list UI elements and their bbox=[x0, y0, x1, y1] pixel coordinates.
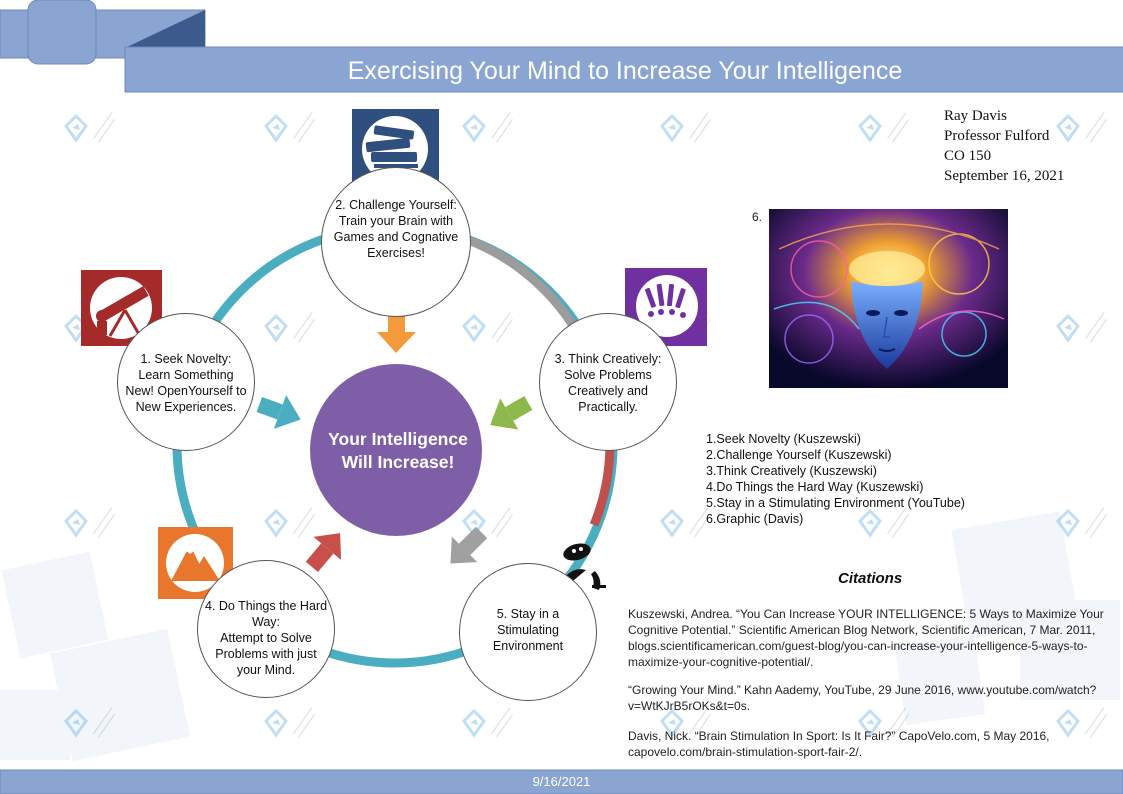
watermark-logo bbox=[858, 112, 910, 143]
node-hard-way bbox=[197, 560, 335, 698]
citation-growing-your-mind: “Growing Your Mind.” Kahn Aademy, YouTub… bbox=[628, 683, 1097, 713]
watermark-logo bbox=[64, 507, 116, 538]
watermark-logo bbox=[64, 112, 116, 143]
node-challenge-yourself-text: 2. Challenge Yourself: Train your Brain … bbox=[333, 198, 459, 260]
arrow-red bbox=[305, 533, 342, 572]
watermark-logo bbox=[264, 312, 316, 343]
watermark-logo bbox=[462, 507, 514, 538]
ring-segment-red bbox=[589, 444, 615, 527]
arrow-orange bbox=[377, 312, 416, 353]
watermark-logo bbox=[1056, 312, 1108, 343]
node-hard-way-text: 4. Do Things the Hard Way: Attempt to So… bbox=[204, 599, 328, 677]
node-think-creatively bbox=[539, 313, 677, 451]
citation-davis: Davis, Nick. “Brain Stimulation In Sport… bbox=[628, 729, 1050, 759]
arrow-teal bbox=[256, 395, 301, 429]
arrow-green bbox=[490, 396, 533, 430]
watermark-logo bbox=[1056, 707, 1108, 738]
footer-bar bbox=[0, 769, 1123, 794]
node-seek-novelty-text: 1. Seek Novelty: Learn Something New! Op… bbox=[125, 352, 247, 414]
watermark-logo bbox=[660, 507, 712, 538]
footer-date: 9/16/2021 bbox=[532, 774, 591, 789]
node-stimulating-environment bbox=[459, 563, 597, 701]
image-number-label: 6. bbox=[752, 210, 763, 224]
corner-triangle bbox=[125, 10, 205, 48]
node-stimulating-environment-text: 5. Stay in a Stimulating Environment bbox=[492, 607, 564, 653]
corner-rounded-square bbox=[27, 0, 97, 65]
node-challenge-yourself bbox=[321, 167, 471, 317]
slide-title: Exercising Your Mind to Increase Your In… bbox=[347, 57, 903, 85]
citations-heading: Citations bbox=[838, 570, 903, 587]
background-squares bbox=[0, 511, 1120, 762]
watermark-logo bbox=[858, 707, 910, 738]
arrow-gray bbox=[450, 526, 488, 564]
watermark-logo bbox=[264, 112, 316, 143]
citation-kuszewski: Kuszewski, Andrea. “You Can Increase YOU… bbox=[628, 607, 1104, 669]
watermark-logo bbox=[1056, 112, 1108, 143]
watermark-logo bbox=[264, 507, 316, 538]
source-list: 1.Seek Novelty (Kuszewski) 2.Challenge Y… bbox=[706, 432, 965, 526]
watermark-logo bbox=[660, 112, 712, 143]
watermark-logo bbox=[462, 112, 514, 143]
author-block: Ray Davis Professor Fulford CO 150 Septe… bbox=[944, 108, 1065, 184]
watermark-logo bbox=[462, 312, 514, 343]
node-seek-novelty bbox=[117, 313, 255, 451]
watermark-logo bbox=[462, 707, 514, 738]
node-think-creatively-text: 3. Think Creatively: Solve Problems Crea… bbox=[554, 352, 662, 414]
watermark-logo bbox=[64, 707, 116, 738]
watermark-logo bbox=[1056, 507, 1108, 538]
center-circle bbox=[310, 364, 482, 536]
center-label: Your Intelligence Will Increase! bbox=[328, 429, 468, 472]
title-banner bbox=[124, 46, 1123, 93]
watermark-logo bbox=[660, 707, 712, 738]
brain-graphic-image bbox=[769, 209, 1008, 388]
watermark-logo bbox=[264, 707, 316, 738]
watermark-logo bbox=[858, 507, 910, 538]
